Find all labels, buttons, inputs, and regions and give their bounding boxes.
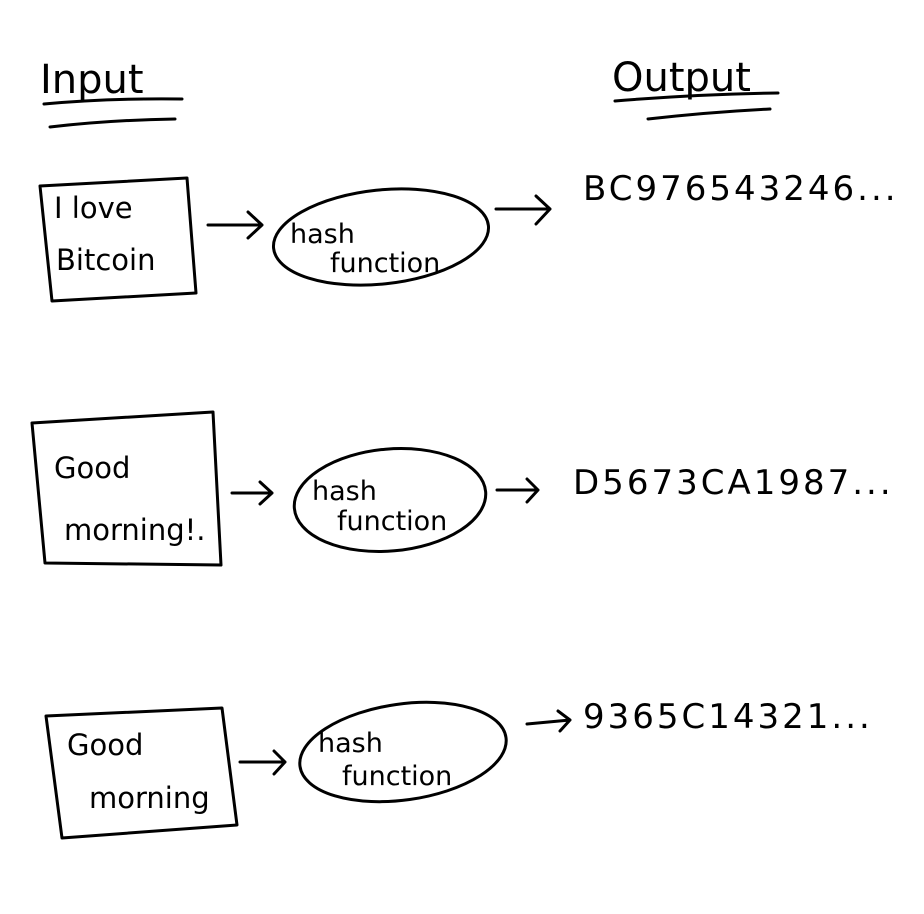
arrow-to-output-1 <box>494 194 552 226</box>
output-heading-underline-2 <box>646 107 772 121</box>
row-2: Good morning!. hash function D5673CA1987… <box>30 410 894 567</box>
output-hash-2: D5673CA1987... <box>573 463 894 503</box>
input-text-1-line-2: Bitcoin <box>56 243 155 277</box>
hash-function-node-1 <box>271 187 491 287</box>
output-heading-underline-1 <box>613 91 780 103</box>
input-text-3-line-2: morning <box>89 781 210 815</box>
arrow-to-function-2 <box>230 480 274 506</box>
row-1: I love Bitcoin hash function BC976543246… <box>38 169 899 303</box>
input-box-3 <box>44 706 239 840</box>
input-heading-group: Input <box>40 57 184 129</box>
input-text-3-line-1: Good <box>67 728 143 762</box>
output-hash-1: BC976543246... <box>583 169 899 209</box>
output-hash-3: 9365C14321... <box>583 697 873 737</box>
input-heading-underline-1 <box>42 97 184 106</box>
arrow-to-output-3 <box>525 709 572 733</box>
input-text-2-line-1: Good <box>54 451 130 485</box>
input-text-1-line-1: I love <box>54 191 133 225</box>
arrow-to-function-3 <box>238 749 287 776</box>
hash-function-label-3-line-2: function <box>342 761 452 792</box>
hash-function-label-2-line-2: function <box>337 506 447 537</box>
arrow-to-output-2 <box>495 477 540 504</box>
hash-function-node-3 <box>298 700 508 804</box>
hash-function-node-2 <box>292 447 488 553</box>
input-heading: Input <box>40 57 144 103</box>
hash-function-label-2-line-1: hash <box>312 476 377 507</box>
output-heading-group: Output <box>612 55 780 121</box>
input-box-1 <box>38 176 198 303</box>
hash-function-label-1-line-1: hash <box>290 219 355 250</box>
hash-function-label-3-line-1: hash <box>318 728 383 759</box>
input-box-2 <box>30 410 223 567</box>
hash-function-label-1-line-2: function <box>330 248 440 279</box>
input-text-2-line-2: morning!. <box>64 513 205 547</box>
arrow-to-function-1 <box>206 210 264 240</box>
input-heading-underline-2 <box>48 117 177 129</box>
row-3: Good morning hash function 9365C14321... <box>44 697 873 840</box>
